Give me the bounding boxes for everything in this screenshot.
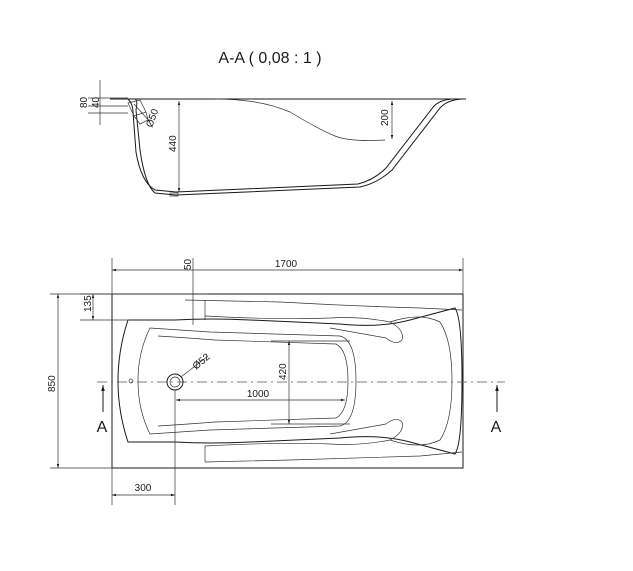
rim-height-label: 80 (79, 96, 90, 108)
drain-dia-label: Ø50 (144, 107, 161, 129)
depth-label: 440 (168, 135, 179, 152)
drain-offset-label: 300 (135, 483, 152, 494)
rim-top-label: 135 (83, 295, 94, 312)
rim-thickness-label: 40 (91, 96, 102, 108)
overflow-hole (128, 378, 134, 384)
drain-dia-top-label: Ø52 (191, 351, 213, 372)
width-label: 850 (47, 375, 58, 392)
tub-inner-profile (115, 98, 453, 193)
section-label-left: A (97, 419, 108, 436)
tub-outer-profile (110, 98, 466, 196)
inner-width-label: 420 (278, 363, 289, 380)
side-section-view: 80 40 Ø50 440 200 (79, 80, 466, 197)
inner-length-label: 1000 (247, 389, 270, 400)
top-plan-view: Ø52 1700 50 135 850 1000 420 300 (47, 258, 505, 505)
length-label: 1700 (275, 259, 298, 270)
section-label-right: A (491, 419, 502, 436)
backrest-curve (214, 98, 386, 141)
backrest-label: 200 (380, 109, 391, 126)
basin-outline (117, 307, 463, 455)
outlet-stub (169, 192, 179, 197)
section-title: A-A ( 0,08 : 1 ) (218, 50, 321, 67)
drain-fitting (127, 99, 149, 125)
basin-floor (137, 327, 357, 435)
offset-top-label: 50 (183, 258, 194, 270)
armrest-top (184, 299, 463, 343)
armrest-bottom (204, 419, 463, 463)
tub-outline (111, 293, 464, 469)
